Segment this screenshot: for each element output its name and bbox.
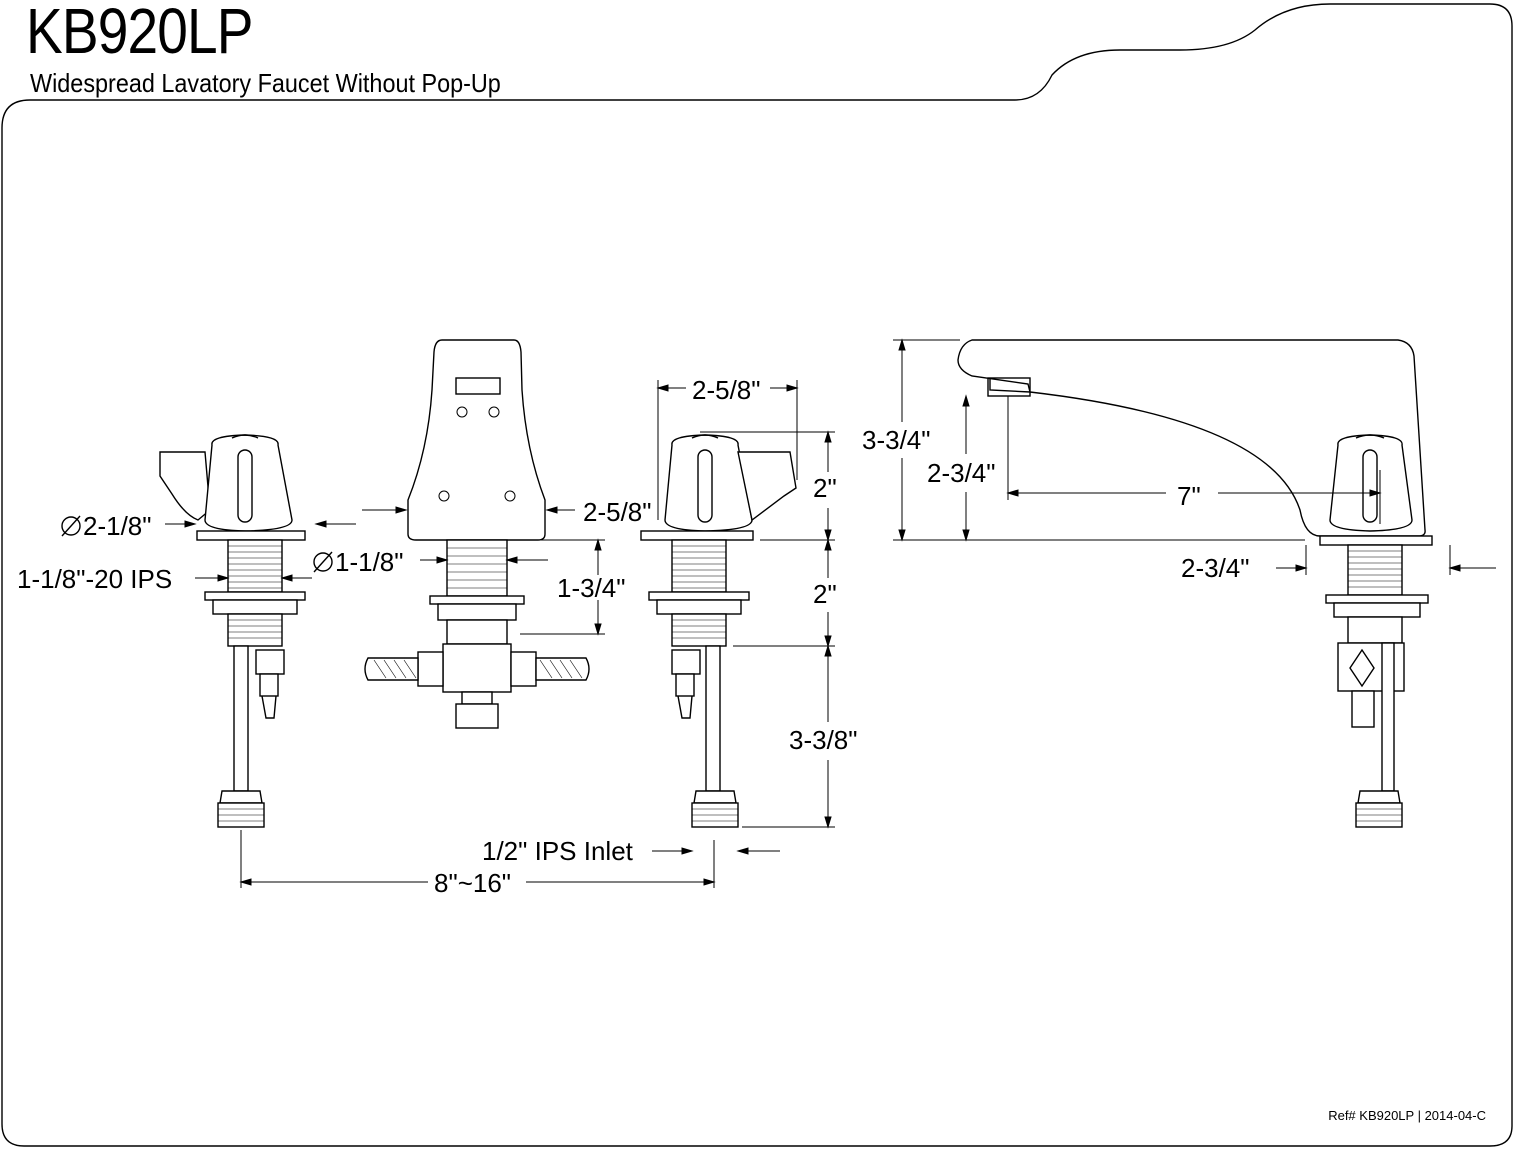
dim-handle-diameter: 2-1/8" — [83, 511, 152, 541]
dimension-lines — [165, 338, 1496, 888]
dim-tail-length: 3-3/8" — [789, 725, 858, 755]
model-number: KB920LP — [26, 0, 253, 67]
dim-base-diameter: 2-3/4" — [1181, 553, 1250, 583]
dim-valve-depth: 1-3/4" — [557, 573, 626, 603]
right-handle-valve — [640, 434, 797, 828]
dim-spout-height: 3-3/4" — [862, 425, 931, 455]
dim-valve-diameter: 1-1/8" — [335, 547, 404, 577]
diameter-symbol-icon — [61, 515, 333, 573]
dim-center-spread: 8"~16" — [434, 868, 511, 898]
dim-inlet: 1/2" IPS Inlet — [482, 836, 634, 866]
drawing-frame — [1, 3, 1513, 1147]
dim-handle-height: 2" — [813, 473, 837, 503]
dim-spout-reach: 7" — [1177, 481, 1201, 511]
dim-shank-length: 2" — [813, 579, 837, 609]
dim-handle-width: 2-5/8" — [692, 375, 761, 405]
product-subtitle: Widespread Lavatory Faucet Without Pop-U… — [30, 68, 501, 98]
dim-valve-width: 2-5/8" — [583, 497, 652, 527]
dim-shank-thread: 1-1/8"-20 IPS — [17, 564, 172, 594]
center-valve-body — [364, 339, 590, 729]
dim-spout-clearance: 2-3/4" — [927, 458, 996, 488]
reference-code: Ref# KB920LP | 2014-04-C — [1328, 1108, 1486, 1123]
left-handle-valve — [159, 434, 306, 828]
spout-side-view — [957, 339, 1433, 828]
